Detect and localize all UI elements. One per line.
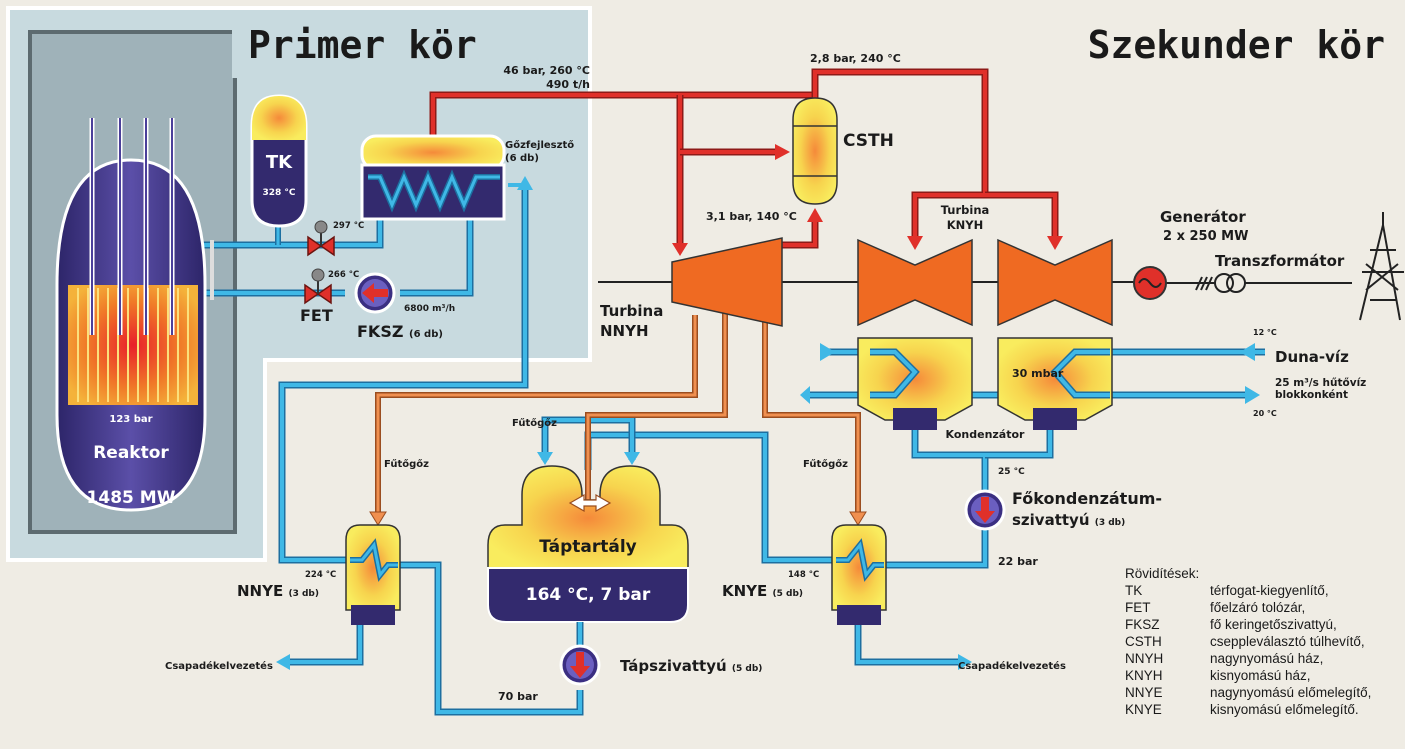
tk-temp: 328 °C [262,188,295,198]
legend-desc: kisnyomású előmelegítő. [1210,702,1359,717]
steam-gen-count: (6 db) [505,153,539,164]
drain-label-left: Csapadékelvezetés [165,660,273,672]
heating-steam-label-2: Fűtőgőz [512,417,557,429]
heating-steam-label-3: Fűtőgőz [803,458,848,470]
legend-desc: térfogat-kiegyenlítő, [1210,583,1329,598]
steam-generator [360,134,506,221]
condensate-pressure: 22 bar [998,555,1038,568]
legend-abbr: NNYH [1125,651,1163,666]
reactor-pressure: 123 bar [109,414,152,425]
condenser-label: Kondenzátor [946,428,1026,441]
feed-pump-pressure: 70 bar [498,690,538,703]
legend-desc: cseppleválasztó túlhevítő, [1210,634,1365,649]
condenser-1 [857,337,973,430]
valve-top-temp: 297 °C [333,221,364,231]
nnye-heater [345,524,401,625]
secondary-circuit-title: Szekunder kör [1088,23,1385,67]
csth-separator [792,97,838,205]
legend-desc: fő keringetőszivattyú, [1210,617,1337,632]
steam-arrowheads [672,144,1063,256]
csth-label: CSTH [843,131,894,151]
feed-pump-label: Tápszivattyú (5 db) [620,657,762,675]
title-bg [232,28,482,78]
lp-turbine-2 [997,238,1113,327]
tk-label: TK [266,152,293,173]
legend-desc: főelzáró tolózár, [1210,600,1305,615]
pressurizer-tk [250,94,308,228]
primary-circuit-title: Primer kör [248,23,477,67]
legend-abbr: TK [1125,583,1142,598]
abbreviation-legend: Rövidítések: TK térfogat-kiegyenlítő, FE… [1125,566,1371,717]
nnye-temp: 224 °C [305,570,336,580]
knye-temp: 148 °C [788,570,819,580]
condenser-2 [997,337,1113,430]
lp-turbine-1 [857,238,973,327]
legend-title: Rövidítések: [1125,566,1199,581]
fet-label: FET [300,306,333,325]
steam-gen-out-params: 46 bar, 260 °C [503,64,590,77]
heating-steam-pipes [375,310,861,515]
danube-label: Duna-víz [1275,348,1349,366]
transformer-label: Transzformátor [1215,252,1345,270]
reactor-label: Reaktor [93,443,169,463]
steam-gen-out-flow: 490 t/h [546,78,590,91]
generator [1133,266,1167,300]
legend-desc: nagynyomású előmelegítő, [1210,685,1371,700]
condenser-pressure: 30 mbar [1012,367,1064,380]
generator-power: 2 x 250 MW [1163,229,1248,244]
fksz-label: FKSZ (6 db) [357,322,443,341]
valve-bottom-temp: 266 °C [328,270,359,280]
danube-in-temp: 12 °C [1253,328,1277,337]
lp-turbine-label-1: Turbina [941,203,990,217]
transformer-symbol [1195,273,1352,293]
feed-pump [559,622,601,686]
water-arrowheads [276,176,1260,670]
legend-abbr: NNYE [1125,685,1163,700]
drain-label-right: Csapadékelvezetés [958,660,1066,672]
fksz-flow: 6800 m³/h [404,304,455,314]
generator-label: Generátor [1160,208,1246,226]
danube-out-temp: 20 °C [1253,409,1277,418]
legend-abbr: FET [1125,600,1151,615]
lp-turbine-label-2: KNYH [947,218,984,232]
legend-desc: kisnyomású ház, [1210,668,1311,683]
steam-gen-label: Gőzfejlesztő [505,139,574,151]
knye-label: KNYE (5 db) [722,582,803,600]
fksz-pump [354,272,396,314]
legend-abbr: CSTH [1125,634,1162,649]
nnye-label: NNYE (3 db) [237,582,319,600]
condensate-pump-label-1: Főkondenzátum- [1012,489,1162,508]
feed-tank [487,465,689,623]
csth-top-params: 2,8 bar, 240 °C [810,52,901,65]
legend-desc: nagynyomású ház, [1210,651,1323,666]
condensate-pump [964,489,1006,531]
legend-abbr: FKSZ [1125,617,1160,632]
knye-heater [831,524,887,625]
heating-steam-label-1: Fűtőgőz [384,458,429,470]
csth-bottom-params: 3,1 bar, 140 °C [706,210,797,223]
legend-abbr: KNYE [1125,702,1162,717]
hp-turbine [671,237,783,327]
hp-turbine-label-2: NNYH [600,322,649,340]
condenser-out-temp: 25 °C [998,467,1025,477]
pylon-icon [1359,212,1404,321]
feed-tank-state: 164 °C, 7 bar [526,585,651,605]
condensate-pump-label-2: szivattyú (3 db) [1012,511,1125,529]
reactor [55,118,214,512]
danube-flow-2: blokkonként [1275,389,1348,401]
danube-flow: 25 m³/s hűtővíz [1275,377,1366,389]
hp-turbine-label-1: Turbina [600,302,663,320]
feed-tank-label: Táptartály [539,537,637,557]
valve-bottom-fet [304,268,332,305]
heating-arrowheads [369,511,867,526]
valve-top [307,220,335,257]
reactor-power: 1485 MW [87,488,176,508]
legend-abbr: KNYH [1125,668,1163,683]
